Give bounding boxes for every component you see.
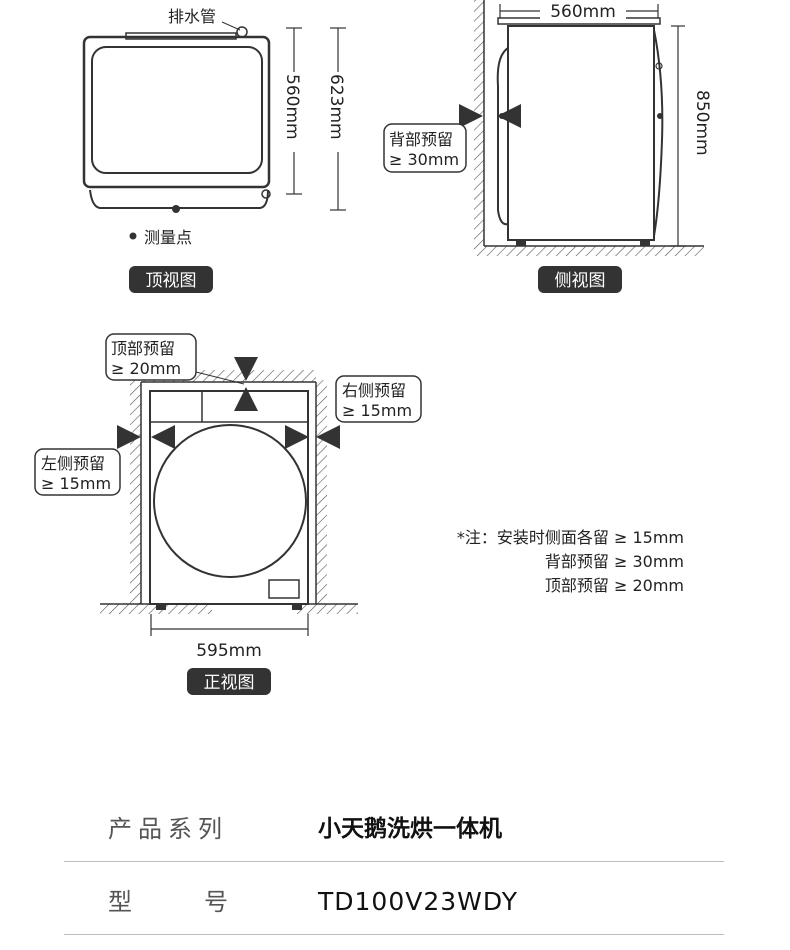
back-clearance-callout (383, 123, 467, 173)
measure-point-dot (172, 205, 180, 213)
note-line-2: 背部预留 ≥ 30mm (545, 552, 684, 571)
right-clearance-value: ≥ 15mm (342, 401, 412, 420)
spec-row-model: 型号 TD100V23WDY (64, 870, 724, 935)
side-view-title-pill (538, 266, 622, 293)
drain-pipe-icon (236, 26, 248, 38)
right-clearance-callout (335, 375, 422, 423)
back-clearance-title: 背部预留 (389, 130, 453, 149)
back-clearance-value: ≥ 30mm (389, 150, 459, 169)
front-view-body (149, 390, 309, 605)
left-clearance-callout (34, 448, 121, 496)
front-view-title-pill (187, 668, 271, 695)
top-view-title-pill (129, 266, 213, 293)
left-clearance-title: 左侧预留 (41, 454, 105, 473)
side-height-label: 850mm (692, 90, 712, 156)
spec-key-series: 产品系列 (108, 815, 228, 843)
note-line-1: *注：安装时侧面各留 ≥ 15mm (457, 528, 684, 547)
left-clearance-value: ≥ 15mm (41, 474, 111, 493)
side-view-title: 侧视图 (555, 271, 606, 291)
front-view: 顶部预留 ≥ 20mm 右侧预留 ≥ 15mm 左侧预留 ≥ 15mm 595m… (34, 333, 422, 695)
side-view: 560mm 850mm 背部预留 ≥ 30mm 侧视图 (383, 0, 712, 293)
installation-diagram: 排水管 560mm 623mm 测量点 顶视图 (34, 0, 712, 695)
spec-value-series: 小天鹅洗烘一体机 (318, 816, 502, 842)
top-view-body (82, 35, 271, 189)
top-clearance-callout (105, 333, 197, 381)
spec-value-model: TD100V23WDY (318, 887, 519, 916)
measure-point-label: 测量点 (144, 228, 192, 247)
front-view-door (153, 424, 307, 578)
right-clearance-title: 右侧预留 (342, 381, 406, 400)
top-view-title: 顶视图 (146, 271, 197, 291)
side-width-label: 560mm (550, 2, 616, 22)
top-view: 排水管 560mm 623mm 测量点 顶视图 (82, 7, 350, 293)
side-view-body (507, 25, 655, 241)
front-width-label: 595mm (196, 641, 262, 661)
spec-row-series: 产品系列 小天鹅洗烘一体机 (64, 797, 724, 862)
note-line-3: 顶部预留 ≥ 20mm (545, 576, 684, 595)
front-view-title: 正视图 (204, 673, 255, 693)
top-clearance-title: 顶部预留 (111, 339, 175, 358)
drain-pipe-label: 排水管 (168, 7, 216, 26)
spec-key-model: 型号 (108, 888, 300, 916)
top-total-depth-label: 623mm (326, 74, 346, 140)
top-depth-label: 560mm (282, 74, 302, 140)
installation-note: *注：安装时侧面各留 ≥ 15mm 背部预留 ≥ 30mm 顶部预留 ≥ 20m… (457, 528, 684, 595)
top-clearance-value: ≥ 20mm (111, 359, 181, 378)
